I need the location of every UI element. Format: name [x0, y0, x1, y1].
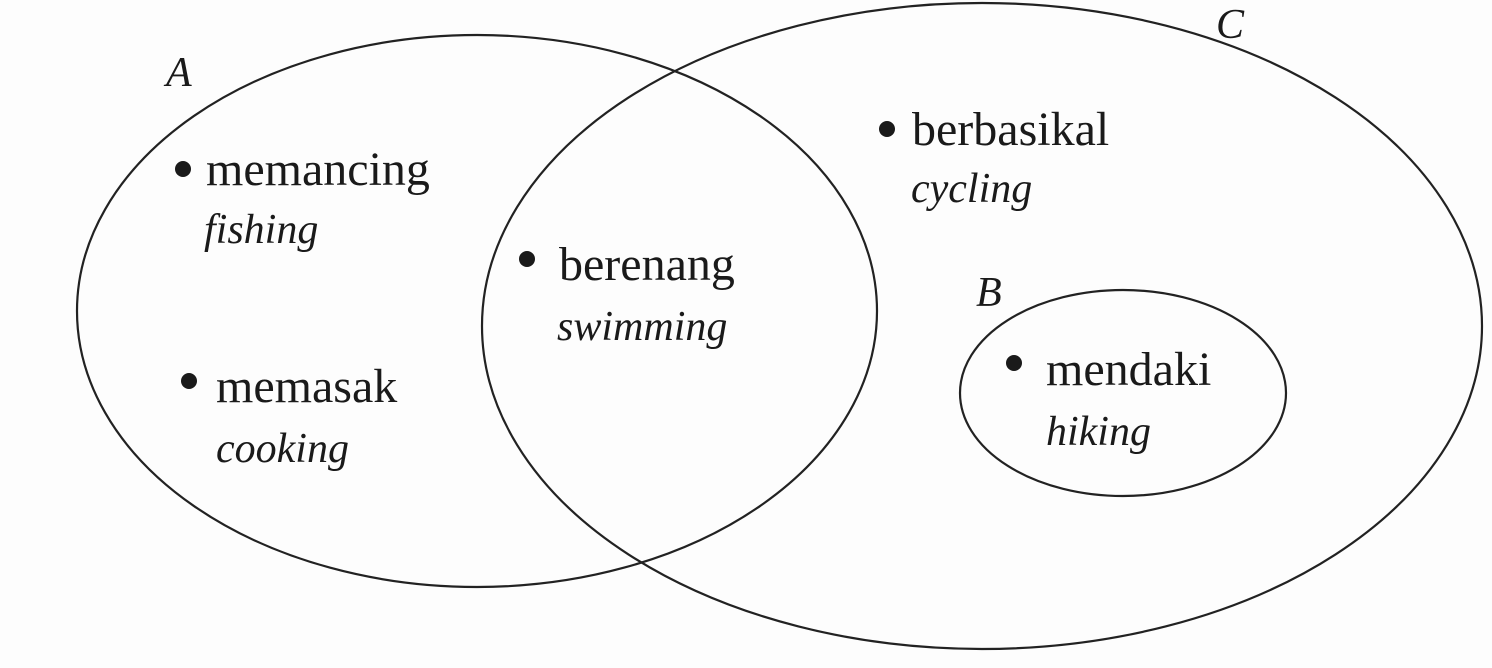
item-translation: hiking [1046, 409, 1151, 455]
set-b-ellipse [958, 288, 1288, 498]
item-memancing: memancing fishing [175, 143, 430, 253]
set-b-label: B [976, 270, 1002, 316]
set-a-ellipse [75, 33, 879, 589]
bullet-dot [181, 373, 197, 389]
item-memasak: memasak cooking [181, 360, 397, 472]
set-a-label: A [163, 50, 192, 96]
item-translation: cooking [216, 426, 349, 472]
item-berenang: berenang swimming [519, 238, 735, 350]
item-translation: fishing [204, 207, 318, 253]
bullet-dot [879, 121, 895, 137]
item-word: berbasikal [912, 103, 1109, 156]
bullet-dot [1006, 355, 1022, 371]
item-word: berenang [559, 238, 735, 291]
set-c-ellipse [480, 1, 1484, 651]
item-mendaki: mendaki hiking [1006, 343, 1211, 455]
bullet-dot [519, 251, 535, 267]
item-word: memancing [206, 143, 430, 196]
set-c-label: C [1216, 2, 1245, 48]
item-translation: swimming [557, 304, 727, 350]
item-berbasikal: berbasikal cycling [879, 103, 1109, 212]
bullet-dot [175, 161, 191, 177]
item-word: memasak [216, 360, 397, 413]
item-word: mendaki [1046, 343, 1211, 396]
item-translation: cycling [911, 166, 1032, 212]
